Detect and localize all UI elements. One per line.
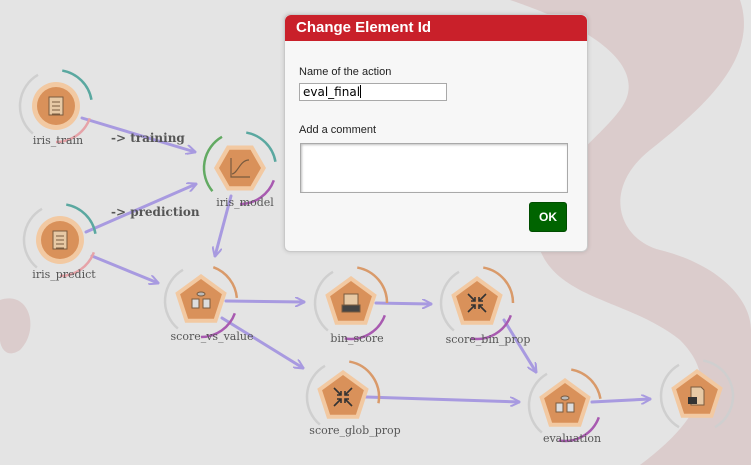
node-status-ring bbox=[349, 360, 381, 404]
node-status-ring bbox=[245, 131, 277, 163]
action-name-input[interactable]: eval_final bbox=[299, 83, 447, 101]
name-field-label: Name of the action bbox=[299, 66, 392, 78]
edge-iris-model-to-score-vs-value bbox=[215, 194, 233, 256]
node-label: iris_train bbox=[33, 134, 83, 147]
node-label: evaluation bbox=[543, 432, 601, 445]
change-element-id-dialog: Change Element Id Name of the action eva… bbox=[284, 14, 588, 252]
node-status-ring bbox=[313, 270, 334, 332]
edge-iris-train-to-iris-model bbox=[80, 116, 195, 152]
node-label: score_vs_value bbox=[171, 330, 254, 343]
edge-label-training: -> training bbox=[111, 131, 185, 145]
node-status-ring bbox=[55, 117, 92, 144]
node-status-ring bbox=[558, 416, 601, 443]
workflow-node-score-vs-value[interactable]: score_vs_value bbox=[163, 265, 254, 343]
workflow-node-iris-model[interactable]: iris_model bbox=[202, 131, 277, 209]
compress-arrows-icon bbox=[467, 293, 487, 313]
database-compute-icon bbox=[191, 291, 211, 309]
workflow-node-eval-final[interactable] bbox=[659, 359, 735, 429]
node-label: score_bin_prop bbox=[446, 333, 531, 346]
comment-textarea[interactable] bbox=[300, 143, 568, 193]
printer-icon bbox=[341, 293, 361, 313]
dialog-title: Change Element Id bbox=[296, 19, 432, 36]
node-status-ring bbox=[527, 372, 548, 434]
node-status-ring bbox=[483, 266, 515, 304]
chart-curve-icon bbox=[230, 158, 250, 178]
node-label: iris_model bbox=[216, 196, 274, 209]
node-status-ring bbox=[344, 314, 387, 341]
workflow-node-bin-score[interactable]: bin_score bbox=[313, 266, 389, 345]
workflow-node-score-glob-prop[interactable]: score_glob_prop bbox=[305, 360, 401, 437]
edge-evaluation-to-eval-final bbox=[590, 399, 652, 402]
edge-bin-score-to-score-bin-prop bbox=[374, 303, 433, 304]
node-status-ring bbox=[703, 359, 735, 429]
edge-score-glob-prop-to-evaluation bbox=[364, 395, 521, 402]
ok-button[interactable]: OK bbox=[529, 202, 567, 232]
node-status-ring bbox=[22, 207, 43, 269]
workflow-node-evaluation[interactable]: evaluation bbox=[527, 368, 602, 445]
edge-label-prediction: -> prediction bbox=[111, 205, 200, 219]
node-status-ring bbox=[163, 268, 184, 330]
edge-score-vs-value-to-score-glob-prop bbox=[220, 316, 303, 368]
document-icon bbox=[52, 230, 68, 250]
node-status-ring bbox=[659, 363, 680, 429]
comment-field-label: Add a comment bbox=[299, 124, 377, 136]
edge-score-bin-prop-to-evaluation bbox=[502, 318, 536, 372]
node-status-ring bbox=[212, 265, 239, 299]
edge-iris-predict-to-iris-model bbox=[84, 184, 196, 234]
node-label: iris_predict bbox=[32, 268, 96, 281]
node-status-ring bbox=[239, 179, 276, 206]
dialog-header[interactable]: Change Element Id bbox=[285, 15, 587, 41]
edge-score-vs-value-to-bin-score bbox=[224, 301, 306, 302]
node-status-ring bbox=[305, 364, 326, 426]
node-body bbox=[456, 281, 498, 321]
node-status-ring bbox=[65, 203, 97, 235]
save-file-icon bbox=[688, 386, 705, 406]
node-status-ring bbox=[61, 69, 93, 101]
node-status-ring bbox=[18, 73, 39, 135]
workflow-node-score-bin-prop[interactable]: score_bin_prop bbox=[439, 266, 531, 346]
compress-arrows-icon bbox=[333, 387, 353, 407]
node-status-ring bbox=[357, 266, 389, 304]
node-body bbox=[544, 383, 586, 423]
node-body bbox=[322, 375, 364, 415]
node-status-ring bbox=[570, 368, 602, 400]
node-label: score_glob_prop bbox=[309, 424, 400, 437]
text-caret bbox=[360, 85, 362, 98]
node-body bbox=[180, 279, 222, 319]
workflow-node-iris-train[interactable]: iris_train bbox=[18, 69, 93, 147]
node-body bbox=[219, 149, 261, 187]
node-status-ring bbox=[202, 135, 223, 192]
workflow-edges bbox=[80, 116, 652, 402]
node-label: bin_score bbox=[330, 332, 383, 345]
database-compute-icon bbox=[555, 395, 575, 413]
node-status-ring bbox=[59, 251, 96, 278]
node-status-ring bbox=[439, 270, 460, 332]
workflow-node-iris-predict[interactable]: iris_predict bbox=[22, 203, 97, 281]
node-status-ring bbox=[200, 312, 237, 339]
action-name-value: eval_final bbox=[303, 85, 361, 99]
edge-iris-predict-to-score-vs-value bbox=[90, 254, 158, 283]
node-status-ring bbox=[470, 314, 513, 341]
document-icon bbox=[48, 96, 64, 116]
